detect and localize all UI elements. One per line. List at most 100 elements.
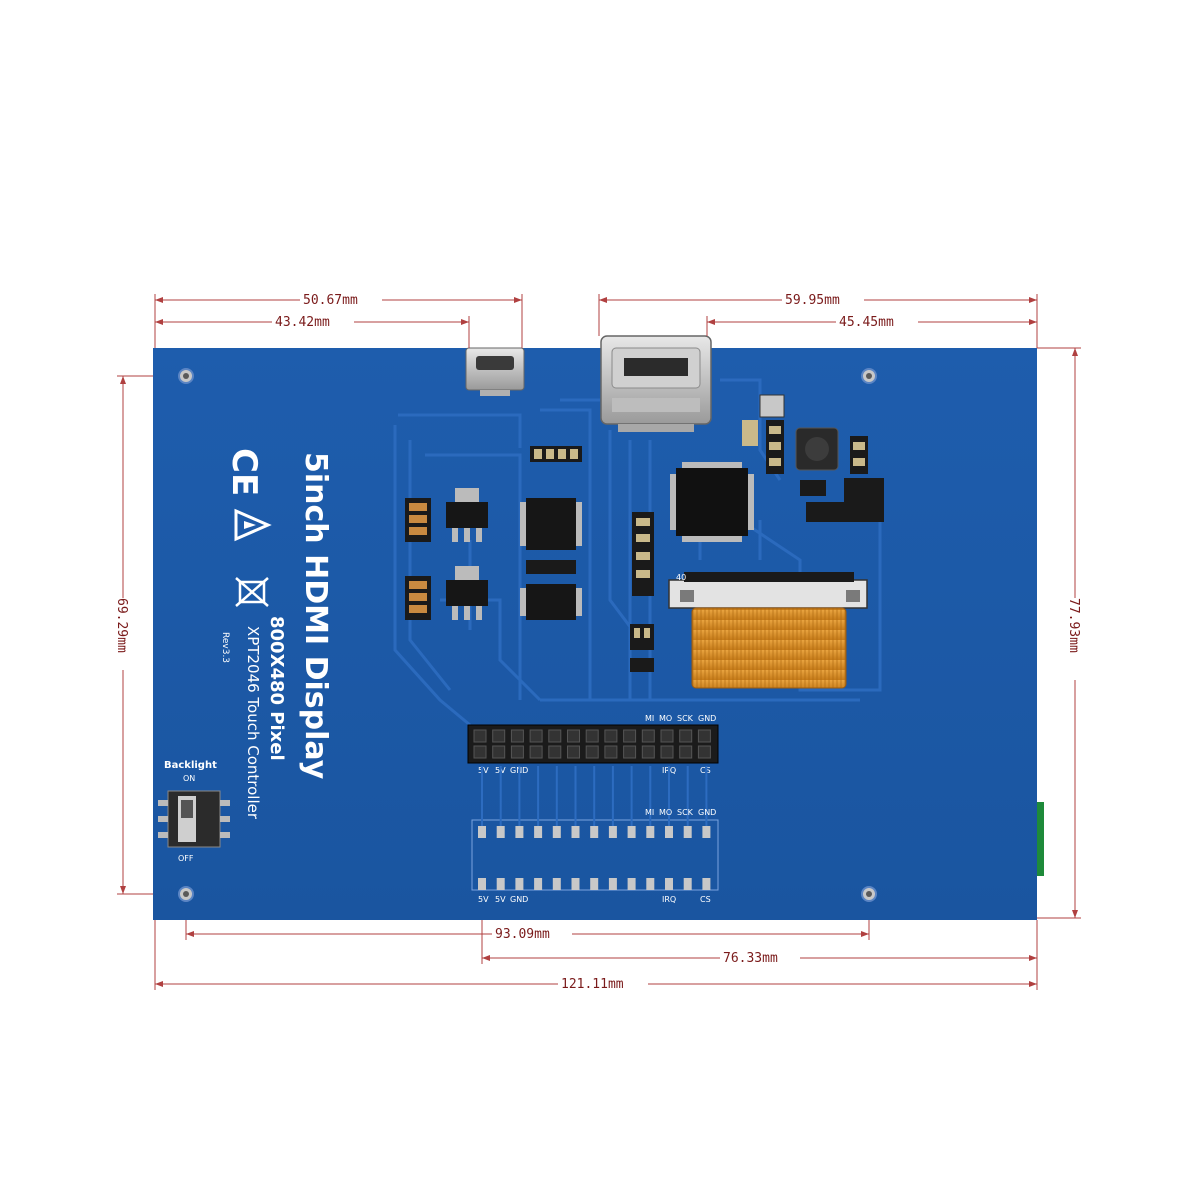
dim-top-inner-left: 43.42mm xyxy=(275,315,330,330)
header-pin xyxy=(585,745,599,759)
header-pins xyxy=(473,729,711,759)
pad xyxy=(478,826,486,838)
dim-top-outer-right: 59.95mm xyxy=(785,293,840,308)
header-pin xyxy=(492,729,506,743)
dim-bottom-right: 76.33mm xyxy=(723,951,778,966)
soic-chips xyxy=(520,498,582,620)
pad xyxy=(571,878,580,890)
pad-top-label-gnd: GND xyxy=(698,808,716,817)
header-pad-footprint xyxy=(471,766,719,891)
mounting-holes xyxy=(178,368,877,902)
header-pin xyxy=(641,745,655,759)
header-pin xyxy=(660,729,674,743)
pad xyxy=(646,826,655,838)
header-pin xyxy=(585,729,599,743)
header-pin xyxy=(604,745,618,759)
header-pin xyxy=(548,729,562,743)
dim-top-inner-right: 45.45mm xyxy=(839,315,894,330)
flex-cable xyxy=(691,607,847,689)
header-pin xyxy=(623,729,637,743)
pad-top-label-mi: MI xyxy=(645,808,654,817)
dim-right-height: 77.93mm xyxy=(1066,598,1081,653)
header-pin xyxy=(567,745,580,759)
micro-usb-port xyxy=(465,347,525,396)
board-title: 5inch HDMI Display xyxy=(298,452,333,780)
header-pin xyxy=(529,729,543,743)
pad xyxy=(534,826,543,838)
pad xyxy=(608,878,617,890)
pad xyxy=(552,878,561,890)
header-pin xyxy=(567,729,580,743)
header-top-label-gnd: GND xyxy=(698,714,716,723)
pad xyxy=(515,878,524,890)
pad xyxy=(496,826,505,838)
pad xyxy=(571,826,580,838)
pad-top-label-sck: SCK xyxy=(677,808,694,817)
pad xyxy=(534,878,543,890)
switch-on-label: ON xyxy=(183,774,195,783)
header-pin xyxy=(604,729,618,743)
header-top-label-mi: MI xyxy=(645,714,654,723)
certification-marks: CE xyxy=(224,448,272,607)
gpio-header xyxy=(467,724,719,764)
board-resolution: 800X480 Pixel xyxy=(266,616,287,761)
header-pin xyxy=(473,729,487,743)
esd-warning-icon xyxy=(234,508,272,542)
backlight-label: Backlight xyxy=(164,760,217,771)
pad-bottom-label-5v-2: 5V xyxy=(495,895,506,904)
dim-top-outer-left: 50.67mm xyxy=(303,293,358,308)
header-pin xyxy=(697,745,711,759)
fpc-pin-label: 40 xyxy=(676,573,686,582)
header-pin xyxy=(679,729,693,743)
pad xyxy=(552,826,561,838)
pad xyxy=(478,878,486,890)
board-revision: Rev3.3 xyxy=(220,632,230,663)
dimension-labels: 50.67mm 43.42mm 59.95mm 45.45mm 69.29mm … xyxy=(114,292,1083,992)
header-top-label-mo: MO xyxy=(659,714,672,723)
weee-bin-icon xyxy=(235,577,269,607)
header-pin xyxy=(510,745,524,759)
pad xyxy=(683,878,692,890)
pad-bottom-label-cs: CS xyxy=(700,895,711,904)
pad xyxy=(683,826,692,838)
pad xyxy=(646,878,655,890)
pad xyxy=(515,826,524,838)
pad xyxy=(665,826,673,838)
pad xyxy=(608,826,617,838)
pad xyxy=(590,878,599,890)
smd-components xyxy=(405,394,884,672)
dim-bottom-holes: 93.09mm xyxy=(495,927,550,942)
backlight-switch[interactable] xyxy=(158,790,230,848)
pad xyxy=(590,826,599,838)
ce-mark: CE xyxy=(224,448,264,496)
dim-left-height: 69.29mm xyxy=(114,598,129,653)
header-top-label-sck: SCK xyxy=(677,714,694,723)
board-edge-connector xyxy=(1037,802,1044,876)
pad xyxy=(627,878,636,890)
header-pin xyxy=(492,745,506,759)
board-touch-controller: XPT2046 Touch Controller xyxy=(244,626,262,820)
main-controller-chip xyxy=(670,462,754,542)
header-bottom-label-cs: CS xyxy=(700,766,711,775)
voltage-regulators xyxy=(446,488,488,620)
header-pin xyxy=(697,729,711,743)
header-pin xyxy=(623,745,637,759)
pcb-board: 40 MI MO SCK GND 5V 5V GND IRQ CS MI MO … xyxy=(153,335,1044,920)
pad xyxy=(627,826,636,838)
pad xyxy=(702,878,711,890)
pad xyxy=(665,878,673,890)
pad-top-label-mo: MO xyxy=(659,808,672,817)
header-pin xyxy=(473,745,487,759)
pad-bottom-label-gnd: GND xyxy=(510,895,528,904)
header-pin xyxy=(529,745,543,759)
header-pin xyxy=(548,745,562,759)
pad xyxy=(496,878,505,890)
dimension-arrows xyxy=(120,297,1078,987)
hdmi-port xyxy=(600,335,712,432)
pad-bottom-label-5v-1: 5V xyxy=(478,895,489,904)
header-pin xyxy=(660,745,674,759)
pad xyxy=(702,826,711,838)
pad-bottom-label-irq: IRQ xyxy=(662,895,676,904)
pad-pins xyxy=(478,766,711,890)
